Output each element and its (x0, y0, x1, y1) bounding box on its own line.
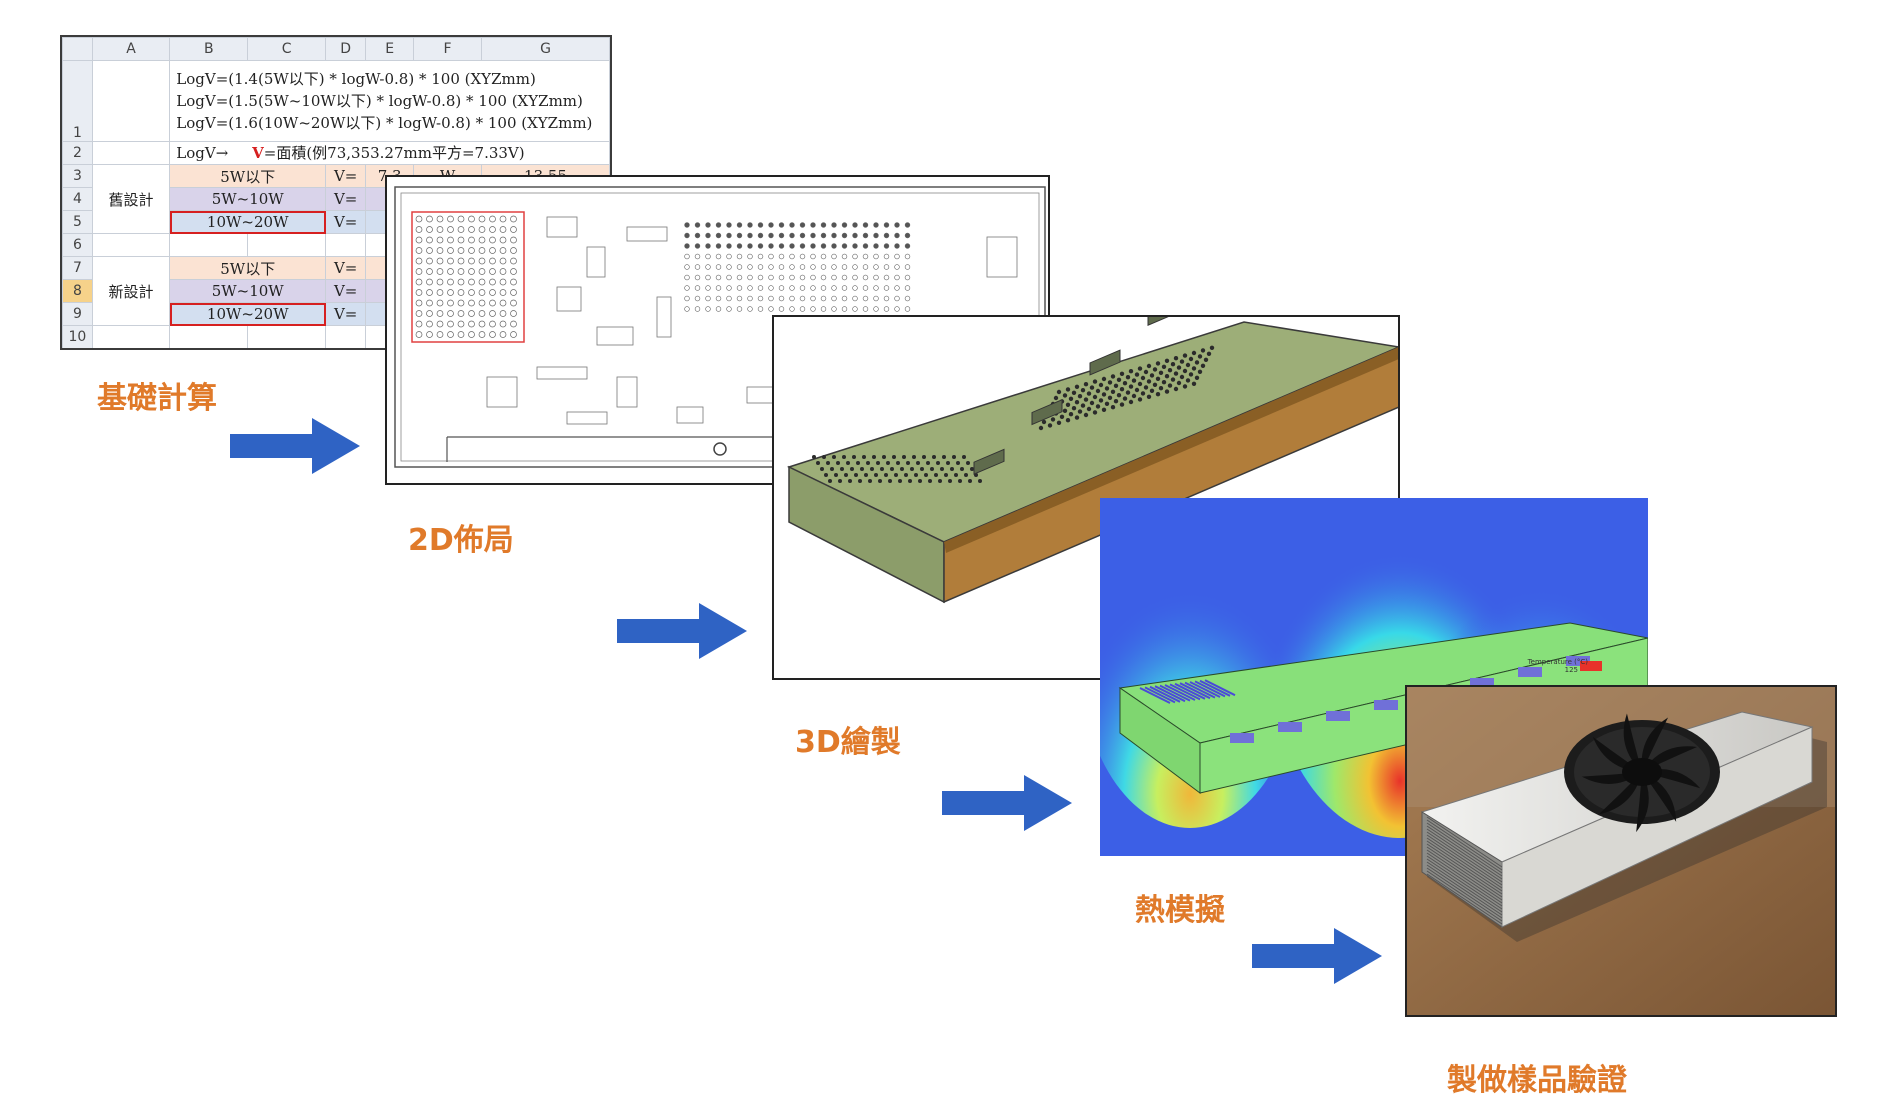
col-header[interactable]: A (91, 37, 171, 61)
col-header[interactable]: D (325, 37, 367, 61)
v-cell[interactable]: V= (325, 187, 367, 211)
legend-value: 125 (1565, 666, 1578, 674)
col-header[interactable]: C (247, 37, 327, 61)
io-ports (973, 317, 1179, 475)
vent-hole-pattern (684, 222, 911, 312)
v-cell[interactable]: V= (325, 164, 367, 188)
row-header[interactable]: 10 (62, 325, 93, 348)
old-design-label[interactable]: 舊設計 (91, 164, 171, 234)
corner-cell[interactable] (62, 37, 93, 61)
formula-line: LogV=(1.6(10W~20W以下) * logW-0.8) * 100 (… (176, 114, 593, 132)
fan-hub (1622, 758, 1662, 786)
heatsink-fins (1426, 816, 1503, 925)
col-header[interactable]: E (365, 37, 415, 61)
highlight-box (411, 211, 525, 343)
row-header[interactable]: 1 (62, 60, 93, 142)
v-cell[interactable]: V= (325, 279, 367, 303)
row-header[interactable]: 9 (62, 302, 93, 326)
step-caption-3d-modeling: 3D繪製 (795, 725, 901, 760)
formula-cell[interactable]: LogV=(1.4(5W以下) * logW-0.8) * 100 (XYZmm… (169, 60, 610, 142)
log-label: LogV→ (176, 144, 229, 162)
v-cell[interactable]: V= (325, 302, 367, 326)
new-design-label[interactable]: 新設計 (91, 256, 171, 326)
row-header-selected[interactable]: 8 (62, 279, 93, 303)
v-cell[interactable]: V= (325, 256, 367, 280)
step-caption-calculation: 基礎計算 (97, 381, 217, 416)
arrow-right-icon (617, 603, 747, 659)
band-cell-highlight[interactable]: 10W~20W (169, 302, 327, 326)
legend-title: Temperature (°C) (1527, 658, 1589, 666)
row-header[interactable]: 5 (62, 210, 93, 234)
band-cell[interactable]: 5W~10W (169, 187, 327, 211)
mount-hole (713, 442, 727, 456)
step-caption-thermal-simulation: 熱模擬 (1135, 893, 1225, 928)
v-cell[interactable]: V= (325, 210, 367, 234)
band-cell[interactable]: 5W以下 (169, 256, 327, 280)
arrow-right-icon (230, 418, 360, 474)
gpu-sample (1407, 687, 1835, 1015)
formula-cell[interactable]: LogV→ V=面積(例73,353.27mm平方=7.33V) (169, 141, 610, 165)
step-caption-2d-layout: 2D佈局 (408, 523, 514, 558)
legend-swatch (1580, 661, 1602, 671)
row-header[interactable]: 7 (62, 256, 93, 280)
band-cell[interactable]: 5W~10W (169, 279, 327, 303)
arrow-right-icon (1252, 928, 1382, 984)
step-caption-sample-verification: 製做樣品驗證 (1447, 1063, 1627, 1098)
v-symbol: V (252, 144, 264, 162)
row-header[interactable]: 4 (62, 187, 93, 211)
enclosure-3d (786, 317, 1398, 604)
col-header[interactable]: B (169, 37, 249, 61)
col-header[interactable]: G (481, 37, 610, 61)
vent-hole-pattern (812, 345, 1215, 483)
row-header[interactable]: 6 (62, 233, 93, 257)
vent-hole-pattern (415, 215, 517, 338)
enclosure-lip (944, 347, 1398, 553)
sample-product-photo (1405, 685, 1837, 1017)
formula-line: LogV=(1.5(5W~10W以下) * logW-0.8) * 100 (X… (176, 92, 583, 110)
band-cell-highlight[interactable]: 10W~20W (169, 210, 327, 234)
col-header[interactable]: F (413, 37, 483, 61)
formula-line: LogV=(1.4(5W以下) * logW-0.8) * 100 (XYZmm… (176, 70, 536, 88)
heatsink-fins (1139, 656, 1590, 743)
band-cell[interactable]: 5W以下 (169, 164, 327, 188)
arrow-right-icon (942, 775, 1072, 831)
area-note: =面積(例73,353.27mm平方=7.33V) (263, 144, 525, 162)
row-header[interactable]: 2 (62, 141, 93, 165)
row-header[interactable]: 3 (62, 164, 93, 188)
